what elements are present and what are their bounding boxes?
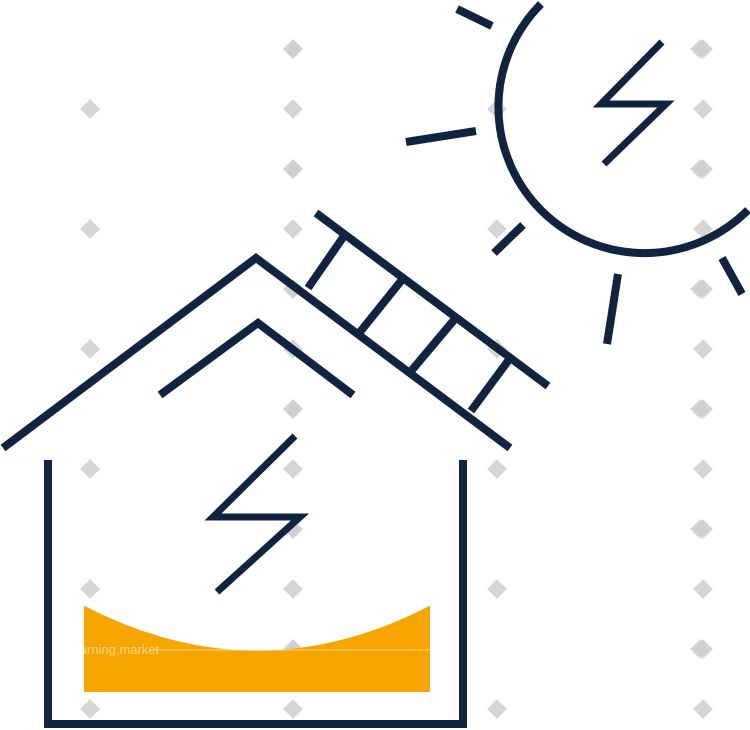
watermark-diamond bbox=[283, 99, 303, 119]
watermark-diamond bbox=[283, 459, 303, 479]
watermark-diamond bbox=[693, 399, 713, 419]
watermark-diamond bbox=[693, 279, 713, 299]
watermark-diamond bbox=[693, 99, 713, 119]
house-walls bbox=[44, 460, 467, 728]
watermark-diamond bbox=[487, 459, 507, 479]
watermark-overlay: eLearning.market bbox=[58, 642, 430, 657]
watermark-diamond bbox=[693, 519, 713, 539]
watermark-diamond bbox=[80, 219, 100, 239]
watermark-diamond bbox=[283, 399, 303, 419]
watermark bbox=[80, 39, 713, 719]
watermark-diamond bbox=[80, 459, 100, 479]
solar-panel-rung-1 bbox=[304, 233, 348, 291]
watermark-diamond bbox=[487, 579, 507, 599]
watermark-diamond bbox=[693, 159, 713, 179]
watermark-diamond bbox=[487, 219, 507, 239]
sun-lightning-bolt-icon bbox=[592, 39, 675, 167]
sun-ray-3 bbox=[491, 222, 526, 256]
watermark-diamond bbox=[283, 39, 303, 59]
watermark-diamond bbox=[693, 639, 713, 659]
sun-arc bbox=[494, 1, 750, 257]
house-icon bbox=[0, 253, 513, 728]
watermark-diamond bbox=[80, 579, 100, 599]
house-outer-roof bbox=[0, 253, 513, 452]
solar-panel-rung-3 bbox=[408, 317, 458, 373]
solar-panel-icon bbox=[304, 209, 551, 414]
sun-ray-4 bbox=[603, 273, 622, 345]
watermark-text: eLearning.market bbox=[58, 642, 160, 657]
sun-ray-1 bbox=[455, 5, 494, 30]
watermark-diamond bbox=[283, 699, 303, 719]
watermark-diamond bbox=[283, 159, 303, 179]
house-lightning-bolt-icon bbox=[204, 433, 310, 595]
sun-ray-2 bbox=[405, 127, 477, 146]
sun-ray-5 bbox=[718, 256, 746, 296]
watermark-diamond bbox=[283, 219, 303, 239]
watermark-diamond bbox=[487, 699, 507, 719]
watermark-diamond bbox=[693, 699, 713, 719]
watermark-diamond bbox=[80, 99, 100, 119]
battery-level-icon bbox=[84, 605, 430, 692]
watermark-diamond bbox=[283, 579, 303, 599]
watermark-diamond bbox=[693, 39, 713, 59]
house-inner-roof bbox=[157, 318, 356, 399]
sun-icon bbox=[405, 1, 750, 345]
watermark-diamond bbox=[693, 339, 713, 359]
watermark-diamond bbox=[80, 339, 100, 359]
watermark-diamond bbox=[693, 579, 713, 599]
solar-panel-rung-4 bbox=[467, 358, 512, 414]
watermark-diamond bbox=[80, 699, 100, 719]
solar-panel-rung-2 bbox=[356, 278, 405, 335]
watermark-diamond bbox=[693, 459, 713, 479]
solar-panel-top-rail bbox=[313, 209, 551, 390]
